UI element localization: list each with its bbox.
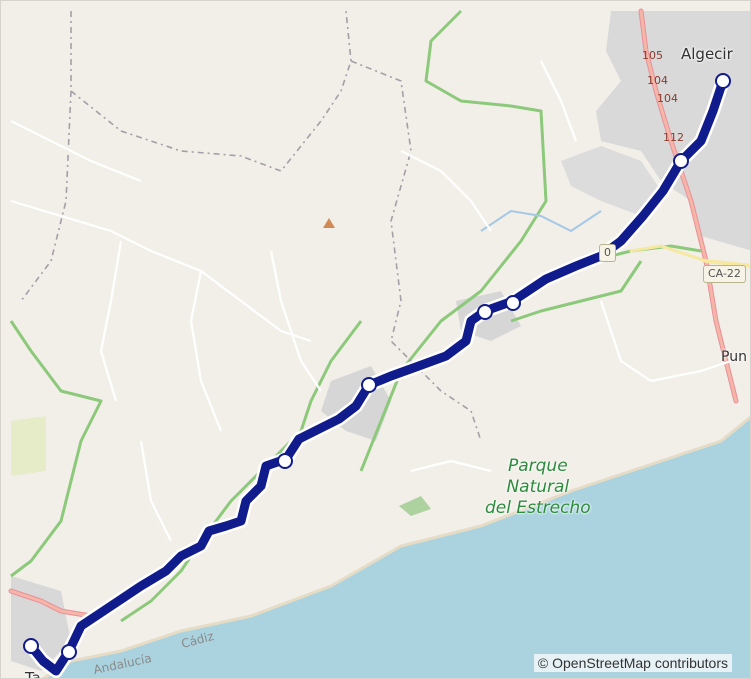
los-barrios-urban-area <box>561 146 661 216</box>
sea-area <box>44 417 750 678</box>
waypoint-marker[interactable] <box>673 153 689 169</box>
woodland-patch <box>399 496 431 516</box>
waypoint-marker[interactable] <box>23 638 39 654</box>
algeciras-urban-area <box>596 11 750 251</box>
stream <box>480 209 602 233</box>
map-attribution[interactable]: © OpenStreetMap contributors <box>533 654 732 672</box>
waypoint-marker[interactable] <box>361 377 377 393</box>
waypoint-marker[interactable] <box>715 73 731 89</box>
peak-icon <box>323 218 335 228</box>
admin-boundaries <box>20 10 482 442</box>
meadow-patch <box>11 416 46 476</box>
waypoint-marker[interactable] <box>505 295 521 311</box>
minor-roads <box>10 60 732 542</box>
waypoint-markers[interactable] <box>23 73 731 660</box>
waypoint-marker[interactable] <box>277 453 293 469</box>
coastline <box>41 415 750 678</box>
waypoint-marker[interactable] <box>61 644 77 660</box>
waypoint-marker[interactable] <box>477 304 493 320</box>
